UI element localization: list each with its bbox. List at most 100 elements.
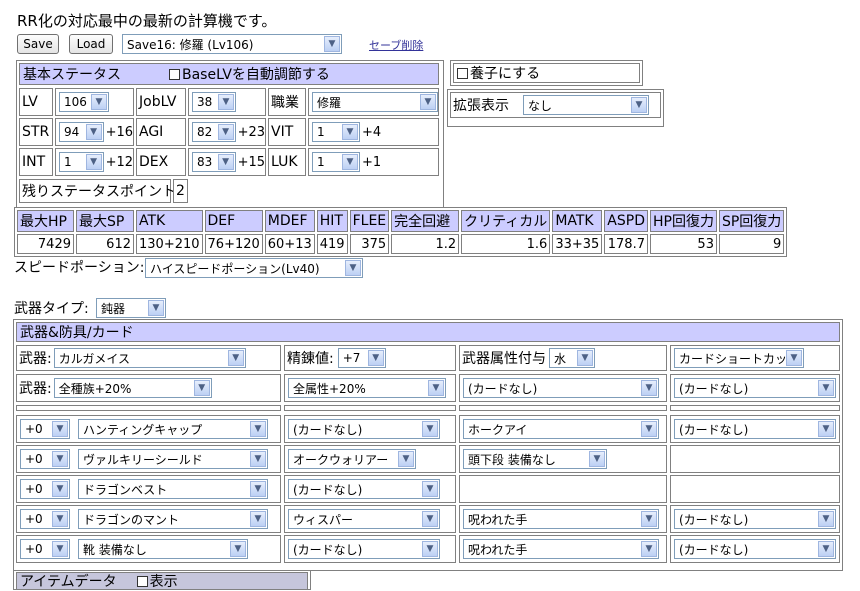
luk-select[interactable]: 1▼	[312, 152, 360, 172]
equip-card1-select[interactable]: ウィスパー▼	[288, 509, 440, 529]
chevron-down-icon: ▼	[577, 350, 593, 366]
str-value: 94	[64, 125, 80, 139]
chevron-down-icon: ▼	[818, 380, 834, 396]
int-value: 1	[64, 155, 72, 169]
equip-card3-select[interactable]: (カードなし)▼	[674, 419, 836, 439]
weapon2-card1-select[interactable]: 全属性+20%▼	[288, 378, 446, 398]
chevron-down-icon: ▼	[345, 260, 361, 276]
equip-card1-cell: (カードなし)▼	[284, 535, 456, 563]
equip-row-item-cell: +0▼ ヴァルキリーシールド▼	[16, 445, 281, 473]
equipment-header: 武器&防具/カード	[16, 322, 840, 342]
luk-label: LUK	[268, 148, 306, 176]
vit-bonus: +4	[362, 124, 382, 140]
auto-adjust-checkbox[interactable]: BaseLVを自動調節する	[169, 64, 330, 84]
equip-card1-select[interactable]: (カードなし)▼	[288, 539, 440, 559]
equip-card2-select[interactable]: 頭下段 装備なし▼	[463, 449, 607, 469]
chevron-down-icon: ▼	[422, 541, 438, 557]
int-select[interactable]: 1▼	[59, 152, 104, 172]
stats-value-cell: 178.7	[604, 234, 648, 254]
equip-card1-select[interactable]: オークウォリアー▼	[288, 449, 416, 469]
element-cell: 武器属性付与 水▼	[459, 345, 667, 371]
equip-card2-cell	[459, 475, 667, 503]
chevron-down-icon: ▼	[250, 481, 266, 497]
chevron-down-icon: ▼	[217, 124, 234, 140]
stats-value-cell: 1.2	[391, 234, 460, 254]
vit-select[interactable]: 1▼	[312, 122, 360, 142]
weapon-type-select[interactable]: 鈍器▼	[96, 298, 166, 318]
equip-card3-select[interactable]: (カードなし)▼	[674, 539, 836, 559]
item-data-header: アイテムデータ 表示	[16, 572, 308, 590]
equip-card3-select[interactable]: (カードなし)▼	[674, 509, 836, 529]
save-button[interactable]: Save	[17, 34, 59, 54]
equip-card2-select[interactable]: 呪われた手▼	[463, 509, 659, 529]
equip-card1-value: (カードなし)	[293, 482, 363, 497]
chevron-down-icon: ▼	[589, 451, 605, 467]
equip-card2-cell: 頭下段 装備なし▼	[459, 445, 667, 473]
delete-save-link[interactable]: セーブ削除	[369, 39, 424, 52]
chevron-down-icon: ▼	[52, 541, 68, 557]
equip-refine-select[interactable]: +0▼	[20, 509, 70, 529]
extended-value: なし	[528, 98, 553, 113]
weapon2-label: 武器:	[19, 381, 52, 397]
save-slot-value: Save16: 修羅 (Lv106)	[127, 37, 254, 52]
load-button[interactable]: Load	[69, 34, 113, 54]
weapon2-card3-select[interactable]: (カードなし) ▼	[674, 378, 836, 398]
stats-header-cell: FLEE	[349, 210, 390, 232]
dex-label: DEX	[136, 148, 186, 176]
weapon2-select[interactable]: 全種族+20%▼	[53, 378, 212, 398]
speed-potion-select[interactable]: ハイスピードポーション(Lv40)▼	[145, 258, 363, 278]
weapon2-card3-value: (カードなし)	[679, 381, 749, 396]
adopt-label: 養子にする	[470, 66, 541, 82]
element-value: 水	[554, 351, 567, 366]
equip-card1-value: オークウォリアー	[293, 452, 389, 467]
equip-card1-select[interactable]: (カードなし)▼	[288, 419, 440, 439]
equip-item-select[interactable]: ドラゴンのマント▼	[78, 509, 268, 529]
equip-card1-select[interactable]: (カードなし)▼	[288, 479, 440, 499]
stats-value-cell: 375	[349, 234, 390, 254]
weapon2-card2-select[interactable]: (カードなし)▼	[463, 378, 659, 398]
equip-item-value: 靴 装備なし	[83, 542, 147, 557]
equip-card2-value: ホークアイ	[468, 422, 528, 437]
agi-select[interactable]: 82▼	[192, 122, 236, 142]
stats-value-cell: 76+120	[204, 234, 263, 254]
adopt-checkbox[interactable]: 養子にする	[453, 63, 640, 83]
equip-card2-select[interactable]: ホークアイ▼	[463, 419, 659, 439]
equip-item-select[interactable]: ドラゴンベスト▼	[78, 479, 268, 499]
extended-select[interactable]: なし▼	[523, 95, 649, 115]
equip-card3-value: (カードなし)	[679, 512, 749, 527]
extended-label: 拡張表示	[453, 98, 509, 114]
equip-card2-value: 呪われた手	[468, 512, 528, 527]
item-data-show-label: 表示	[149, 574, 178, 590]
lv-select[interactable]: 106▼	[59, 92, 109, 112]
weapon-select[interactable]: カルガメイス▼	[53, 348, 246, 368]
chevron-down-icon: ▼	[227, 350, 244, 366]
equip-refine-select[interactable]: +0▼	[20, 479, 70, 499]
equip-refine-select[interactable]: +0▼	[20, 539, 70, 559]
dex-select[interactable]: 83▼	[192, 152, 236, 172]
element-select[interactable]: 水▼	[549, 348, 595, 368]
agi-label: AGI	[136, 118, 186, 146]
refine-select[interactable]: +7▼	[337, 348, 386, 368]
stats-value-cell: 9	[718, 234, 785, 254]
equip-item-select[interactable]: ハンティングキャップ▼	[78, 419, 268, 439]
int-bonus: +12	[105, 154, 133, 170]
equip-item-select[interactable]: 靴 装備なし▼	[78, 539, 248, 559]
equip-item-select[interactable]: ヴァルキリーシールド▼	[78, 449, 268, 469]
job-select[interactable]: 修羅▼	[312, 92, 438, 112]
str-select[interactable]: 94▼	[59, 122, 104, 142]
base-status-title: 基本ステータス	[23, 67, 121, 83]
card-shortcut-select[interactable]: カードショートカット▼	[674, 348, 804, 368]
equip-card3-cell: (カードなし)▼	[670, 535, 840, 563]
equip-refine-select[interactable]: +0▼	[20, 449, 70, 469]
element-label: 武器属性付与	[462, 351, 546, 367]
int-cell: 1▼ +12	[55, 148, 134, 176]
item-data-show-checkbox[interactable]: 表示	[136, 571, 178, 591]
joblv-label: JobLV	[136, 88, 186, 116]
chevron-down-icon: ▼	[818, 421, 834, 437]
equip-card2-select[interactable]: 呪われた手▼	[463, 539, 659, 559]
equip-refine-select[interactable]: +0▼	[20, 419, 70, 439]
joblv-select[interactable]: 38▼	[192, 92, 236, 112]
save-slot-select[interactable]: Save16: 修羅 (Lv106) ▼	[122, 34, 342, 54]
chevron-down-icon: ▼	[422, 511, 438, 527]
